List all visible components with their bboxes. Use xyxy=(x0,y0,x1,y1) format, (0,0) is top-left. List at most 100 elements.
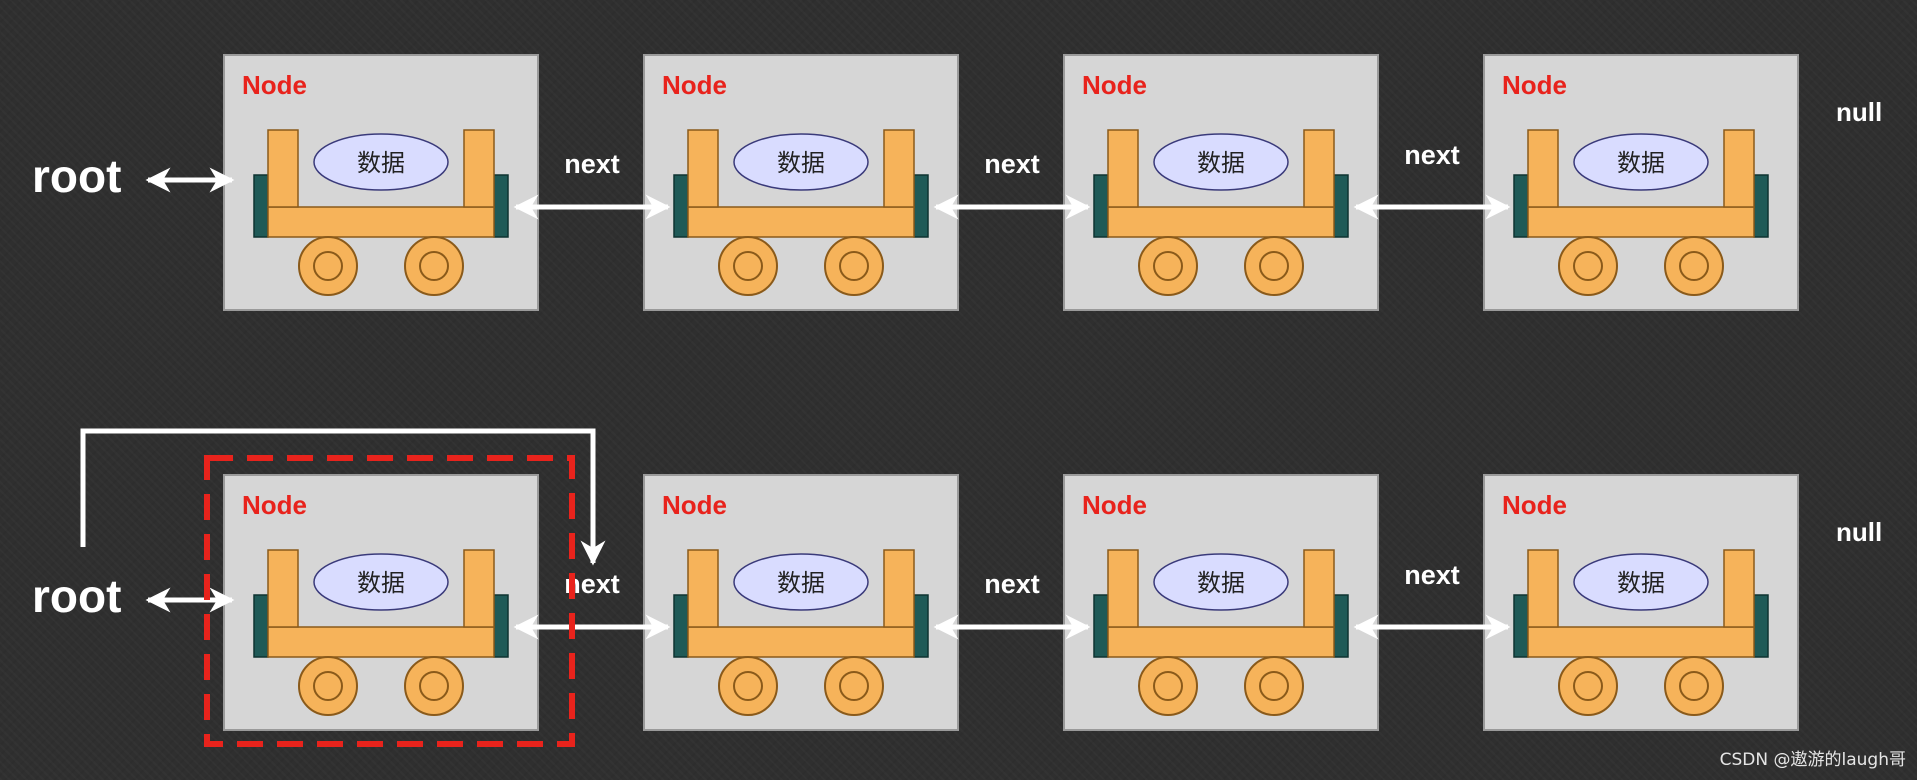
cart-end-left xyxy=(673,174,689,238)
wheel-hub xyxy=(1259,251,1289,281)
node-box: Node 数据 xyxy=(223,54,539,311)
cart-base xyxy=(1527,626,1755,658)
cart-post-right xyxy=(883,549,915,628)
node-box: Node 数据 xyxy=(643,474,959,731)
cart-icon: 数据 xyxy=(1093,129,1349,296)
wheel-icon xyxy=(404,236,464,296)
cart-base xyxy=(1107,206,1335,238)
cart-base xyxy=(687,206,915,238)
root-label: root xyxy=(32,570,121,622)
cart-post-left xyxy=(1527,549,1559,628)
root-label: root xyxy=(32,150,121,202)
next-link: next xyxy=(1353,140,1511,220)
wheel-icon xyxy=(1558,656,1618,716)
cart-end-left xyxy=(1093,594,1109,658)
root-redirect-arrow xyxy=(80,428,606,566)
data-ellipse xyxy=(733,133,869,191)
wheel-hub xyxy=(1573,671,1603,701)
cart-post-right xyxy=(463,549,495,628)
wheel-hub xyxy=(733,251,763,281)
next-link: next xyxy=(933,569,1091,640)
cart-post-left xyxy=(267,129,299,208)
wheel-icon xyxy=(1138,236,1198,296)
data-label: 数据 xyxy=(357,569,405,597)
wheel-icon xyxy=(718,656,778,716)
cart-post-right xyxy=(463,129,495,208)
root-pointer: root xyxy=(32,570,235,622)
cart-end-right xyxy=(1333,594,1349,658)
wheel-icon xyxy=(824,656,884,716)
wheel-icon xyxy=(824,236,884,296)
next-label: next xyxy=(984,149,1040,179)
node-box: Node 数据 xyxy=(643,54,959,311)
cart-post-left xyxy=(1527,129,1559,208)
cart-post-right xyxy=(883,129,915,208)
data-label: 数据 xyxy=(1197,569,1245,597)
next-link: next xyxy=(513,149,671,220)
wheel-icon xyxy=(1244,236,1304,296)
wheel-icon xyxy=(298,656,358,716)
cart-post-right xyxy=(1723,549,1755,628)
next-label: next xyxy=(1404,560,1460,590)
watermark-text: CSDN @遨游的laugh哥 xyxy=(1720,750,1906,770)
cart-end-left xyxy=(1513,174,1529,238)
null-label: null xyxy=(1836,517,1882,547)
cart-post-right xyxy=(1303,129,1335,208)
cart-base xyxy=(1107,626,1335,658)
cart-post-left xyxy=(687,129,719,208)
node-title: Node xyxy=(662,70,727,100)
cart-base xyxy=(1527,206,1755,238)
wheel-hub xyxy=(1573,251,1603,281)
cart-icon: 数据 xyxy=(673,549,929,716)
wheel-hub xyxy=(419,671,449,701)
cart-end-right xyxy=(493,174,509,238)
wheel-hub xyxy=(1153,251,1183,281)
data-ellipse xyxy=(1573,553,1709,611)
cart-post-left xyxy=(1107,549,1139,628)
data-ellipse xyxy=(313,553,449,611)
cart-post-right xyxy=(1723,129,1755,208)
next-link: next xyxy=(933,149,1091,220)
wheel-hub xyxy=(1679,251,1709,281)
wheel-hub xyxy=(313,671,343,701)
cart-end-right xyxy=(493,594,509,658)
data-ellipse xyxy=(733,553,869,611)
cart-icon: 数据 xyxy=(253,129,509,296)
node-title: Node xyxy=(1502,490,1567,520)
cart-icon: 数据 xyxy=(253,549,509,716)
data-ellipse xyxy=(313,133,449,191)
cart-end-right xyxy=(1333,174,1349,238)
node-title: Node xyxy=(1502,70,1567,100)
next-label: next xyxy=(1404,140,1460,170)
wheel-icon xyxy=(1558,236,1618,296)
data-label: 数据 xyxy=(1197,149,1245,177)
data-label: 数据 xyxy=(1617,569,1665,597)
root-pointer: root xyxy=(32,150,235,202)
cart-icon: 数据 xyxy=(673,129,929,296)
node-box: Node 数据 xyxy=(1483,474,1799,731)
wheel-icon xyxy=(1244,656,1304,716)
wheel-hub xyxy=(1259,671,1289,701)
cart-icon: 数据 xyxy=(1093,549,1349,716)
cart-base xyxy=(687,626,915,658)
dashed-highlight-box xyxy=(204,455,575,747)
cart-post-left xyxy=(267,549,299,628)
cart-post-left xyxy=(1107,129,1139,208)
wheel-icon xyxy=(1138,656,1198,716)
node-title: Node xyxy=(662,490,727,520)
node-box: Node 数据 xyxy=(1063,474,1379,731)
wheel-icon xyxy=(298,236,358,296)
node-title: Node xyxy=(1082,490,1147,520)
cart-icon: 数据 xyxy=(1513,549,1769,716)
data-label: 数据 xyxy=(357,149,405,177)
data-ellipse xyxy=(1573,133,1709,191)
wheel-hub xyxy=(1153,671,1183,701)
cart-end-left xyxy=(673,594,689,658)
wheel-hub xyxy=(313,251,343,281)
node-title: Node xyxy=(242,70,307,100)
